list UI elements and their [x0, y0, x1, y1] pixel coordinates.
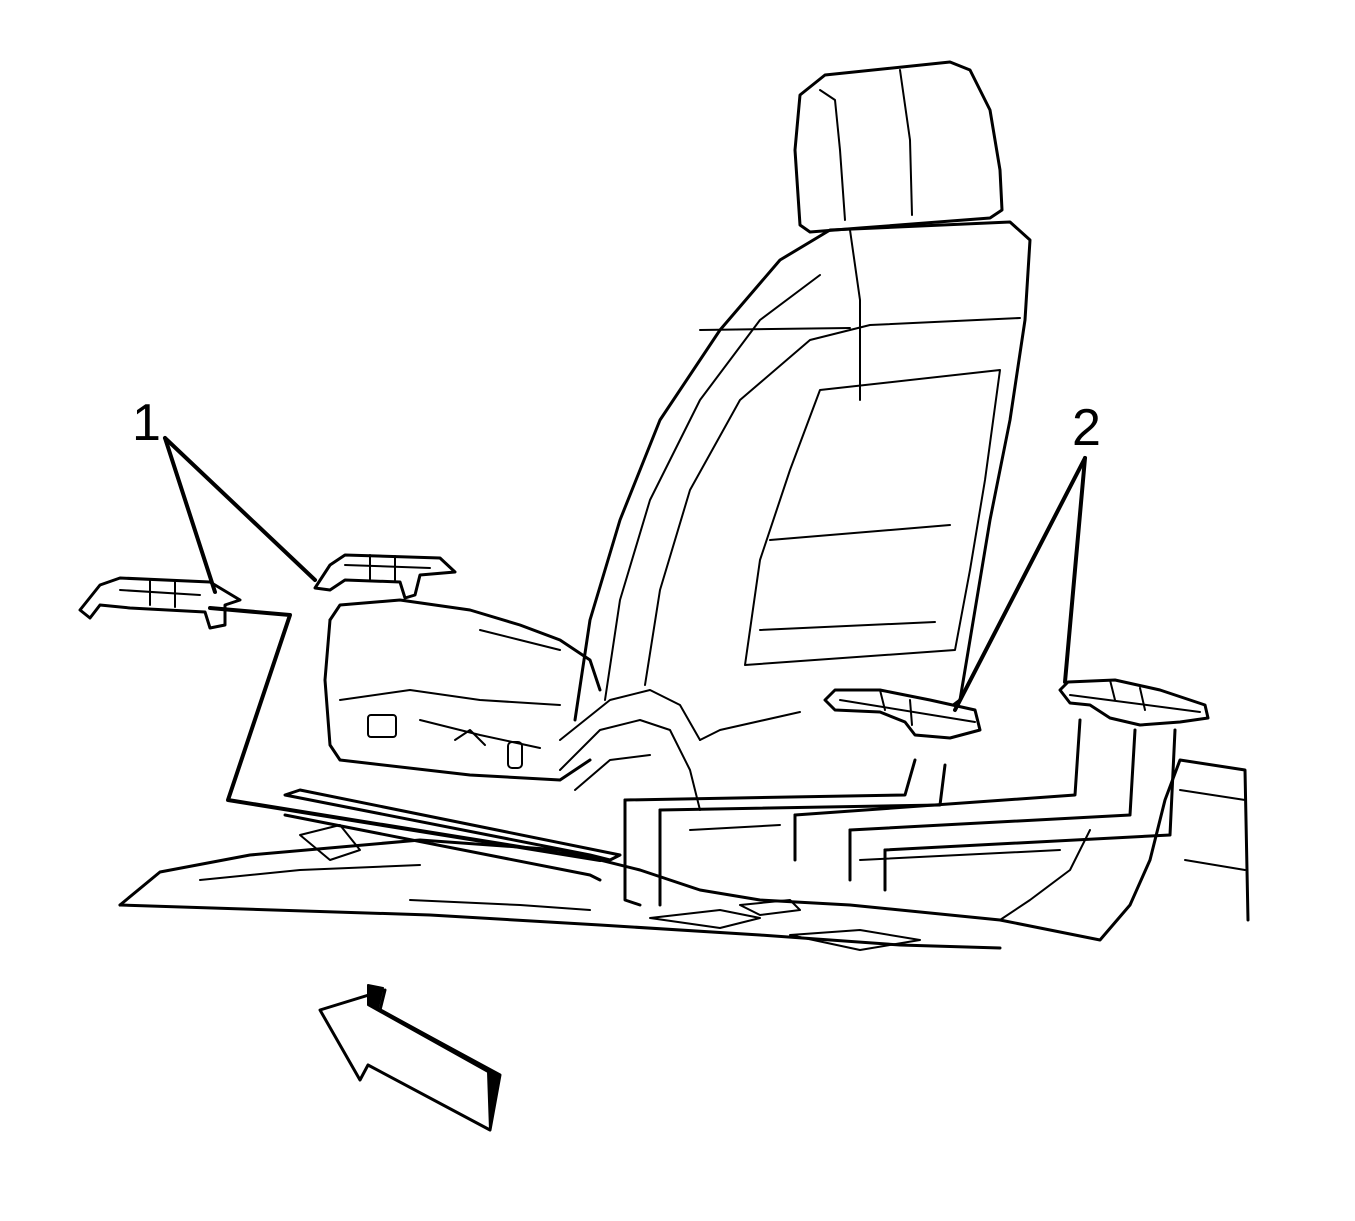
left-bracket-2 — [313, 553, 457, 600]
seat-back — [573, 220, 1032, 741]
left-bracket-1 — [78, 576, 242, 630]
seat-cushion — [323, 598, 602, 782]
right-bracket-1 — [823, 688, 982, 740]
callout-2-leaders — [953, 456, 1087, 712]
callout-label-2: 2 — [1072, 399, 1101, 457]
callout-1-leaders — [163, 436, 602, 862]
right-bracket-2 — [1058, 678, 1210, 727]
floor-pan — [118, 758, 1250, 951]
front-direction-arrow-icon — [318, 984, 502, 1132]
callout-label-1: 1 — [132, 394, 161, 452]
headrest — [793, 60, 1004, 234]
seat-track-assembly — [283, 689, 701, 882]
right-rail-frame — [623, 718, 1177, 907]
